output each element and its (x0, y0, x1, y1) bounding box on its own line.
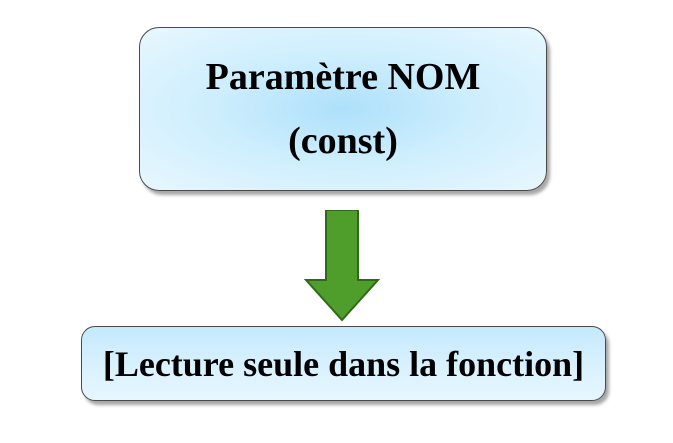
arrow-shape (304, 210, 380, 322)
parameter-title: Paramètre NOM (205, 56, 481, 98)
parameter-box: Paramètre NOM (const) (139, 27, 547, 191)
down-arrow-icon (304, 210, 380, 322)
read-only-box: [Lecture seule dans la fonction] (81, 326, 606, 401)
read-only-label: [Lecture seule dans la fonction] (102, 343, 585, 384)
parameter-qualifier: (const) (288, 120, 398, 162)
